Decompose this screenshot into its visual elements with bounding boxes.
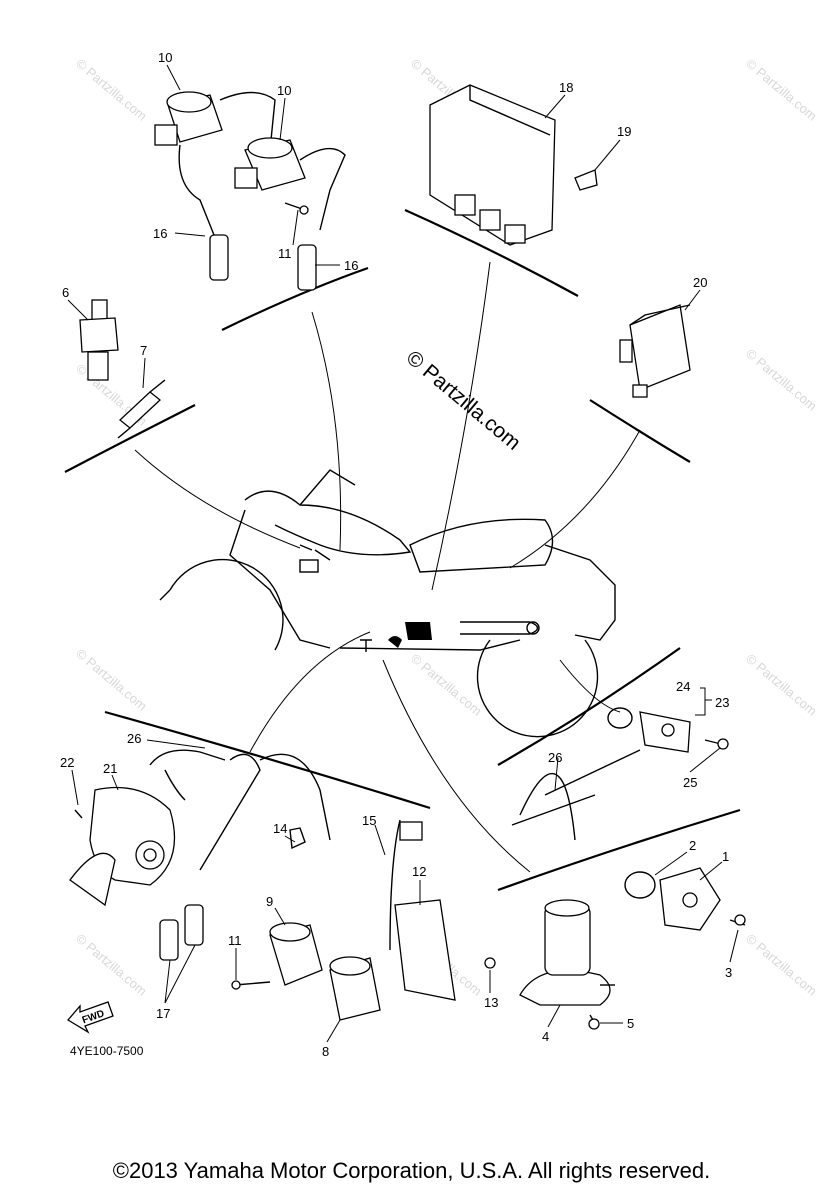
callout-9: 9 xyxy=(266,894,273,909)
callout-11: 11 xyxy=(278,246,292,261)
callout-10: 10 xyxy=(277,83,291,98)
callout-25: 25 xyxy=(683,775,697,790)
leader-curves xyxy=(134,261,641,873)
callout-21: 21 xyxy=(103,761,117,776)
callout-6: 6 xyxy=(62,285,69,300)
callout-2: 2 xyxy=(689,838,696,853)
watermark-tile: © Partzilla.com xyxy=(73,646,150,714)
horn-assembly xyxy=(69,749,226,907)
watermark-tile: © Partzilla.com xyxy=(73,931,150,999)
callout-5: 5 xyxy=(627,1016,634,1031)
callout-14: 14 xyxy=(273,821,287,836)
watermark-tile: © Partzilla.com xyxy=(408,651,485,719)
callout-leaders xyxy=(67,64,739,1043)
callout-labels: 10 10 16 11 16 18 19 20 6 7 24 23 26 25 … xyxy=(60,50,732,1059)
actuator-assembly xyxy=(519,867,746,1030)
part-code: 4YE100-7500 xyxy=(70,1044,144,1058)
callout-13: 13 xyxy=(484,995,498,1010)
callout-16: 16 xyxy=(153,226,167,241)
watermark-tile: © Partzilla.com xyxy=(743,56,820,124)
ignition-coil-top xyxy=(154,91,346,291)
callout-23: 23 xyxy=(715,695,729,710)
callout-26: 26 xyxy=(127,731,141,746)
callout-12: 12 xyxy=(412,864,426,879)
callout-7: 7 xyxy=(140,343,147,358)
forward-arrow-icon: FWD xyxy=(67,1001,114,1034)
callout-11: 11 xyxy=(228,933,242,948)
callout-8: 8 xyxy=(322,1044,329,1059)
group-brackets xyxy=(64,208,741,892)
callout-19: 19 xyxy=(617,124,631,139)
watermark-tile: © Partzilla.com xyxy=(743,931,820,999)
callout-18: 18 xyxy=(559,80,573,95)
watermark-tile: © Partzilla.com xyxy=(73,56,150,124)
callout-17: 17 xyxy=(156,1006,170,1021)
callout-26: 26 xyxy=(548,750,562,765)
callout-16: 16 xyxy=(344,258,358,273)
callout-15: 15 xyxy=(362,813,376,828)
callout-20: 20 xyxy=(693,275,707,290)
watermark-tile: © Partzilla.com xyxy=(743,651,820,719)
callout-3: 3 xyxy=(725,965,732,980)
callout-22: 22 xyxy=(60,755,74,770)
watermark-tile: © Partzilla.com xyxy=(743,346,820,414)
motorcycle-outline xyxy=(159,469,616,738)
copyright-notice: ©2013 Yamaha Motor Corporation, U.S.A. A… xyxy=(112,1158,711,1183)
callout-10: 10 xyxy=(158,50,172,65)
ecu-unit xyxy=(429,84,598,246)
sender-assembly xyxy=(511,707,729,841)
callout-1: 1 xyxy=(722,849,729,864)
sensors-left xyxy=(79,299,166,439)
ignition-coils-right xyxy=(159,753,496,1021)
relay-unit xyxy=(619,304,691,398)
watermark-center: © Partzilla.com xyxy=(402,346,525,455)
callout-24: 24 xyxy=(676,679,690,694)
callout-4: 4 xyxy=(542,1029,549,1044)
